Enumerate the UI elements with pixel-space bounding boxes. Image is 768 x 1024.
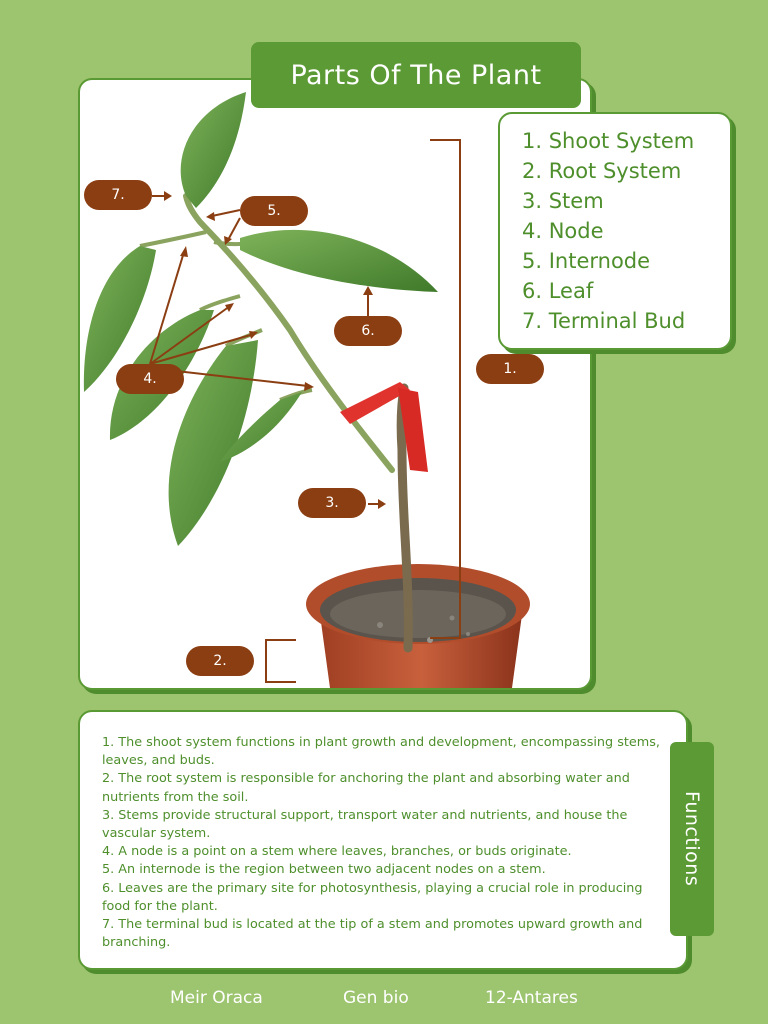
page-title: Parts Of The Plant <box>251 42 581 108</box>
function-stem: 3. Stems provide structural support, tra… <box>102 807 672 843</box>
function-terminal-bud: 7. The terminal bud is located at the ti… <box>102 916 672 952</box>
footer-subject: Gen bio <box>343 988 409 1008</box>
label-internode: 5. <box>240 196 308 226</box>
legend-card: 1. Shoot System 2. Root System 3. Stem 4… <box>498 112 732 350</box>
function-internode: 5. An internode is the region between tw… <box>102 861 672 879</box>
legend-item-root-system: 2. Root System <box>522 156 730 186</box>
legend-item-leaf: 6. Leaf <box>522 276 730 306</box>
legend-item-shoot-system: 1. Shoot System <box>522 126 730 156</box>
legend-item-internode: 5. Internode <box>522 246 730 276</box>
footer-name: Meir Oraca <box>170 988 263 1008</box>
function-node: 4. A node is a point on a stem where lea… <box>102 843 672 861</box>
label-leaf: 6. <box>334 316 402 346</box>
footer-section: 12-Antares <box>485 988 578 1008</box>
legend-item-stem: 3. Stem <box>522 186 730 216</box>
label-shoot-system: 1. <box>476 354 544 384</box>
functions-tab-label: Functions <box>681 791 703 886</box>
function-leaf: 6. Leaves are the primary site for photo… <box>102 880 672 916</box>
function-shoot-system: 1. The shoot system functions in plant g… <box>102 734 672 770</box>
legend-list: 1. Shoot System 2. Root System 3. Stem 4… <box>500 114 730 336</box>
functions-tab: Functions <box>670 742 714 936</box>
legend-item-terminal-bud: 7. Terminal Bud <box>522 306 730 336</box>
label-root-system: 2. <box>186 646 254 676</box>
legend-item-node: 4. Node <box>522 216 730 246</box>
label-node: 4. <box>116 364 184 394</box>
function-root-system: 2. The root system is responsible for an… <box>102 770 672 806</box>
label-stem: 3. <box>298 488 366 518</box>
footer: Meir Oraca Gen bio 12-Antares <box>0 988 768 1012</box>
label-terminal-bud: 7. <box>84 180 152 210</box>
functions-card: 1. The shoot system functions in plant g… <box>78 710 688 970</box>
functions-text: 1. The shoot system functions in plant g… <box>102 734 672 952</box>
